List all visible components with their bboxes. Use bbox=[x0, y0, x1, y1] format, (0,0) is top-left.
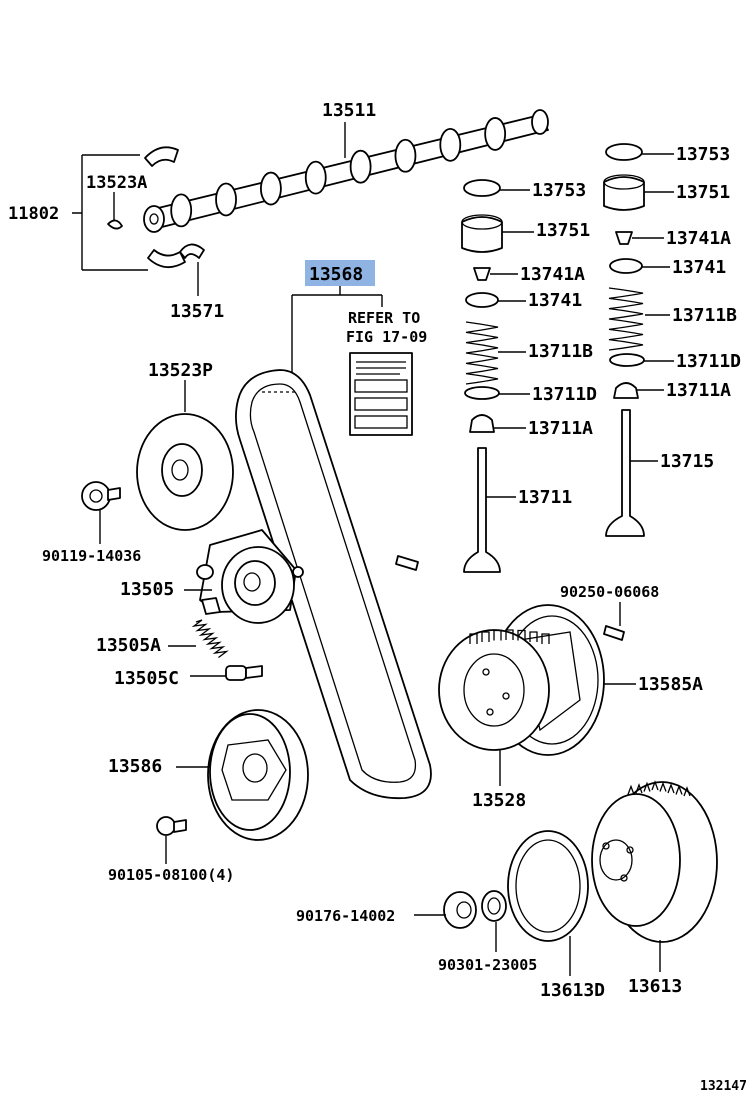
part-label-13505[interactable]: 13505 bbox=[120, 579, 174, 600]
belt-tensioner bbox=[196, 529, 304, 624]
part-label-13753-right[interactable]: 13753 bbox=[676, 144, 730, 165]
part-label-13711B-right[interactable]: 13711B bbox=[672, 305, 737, 326]
oil-seal-90301 bbox=[481, 890, 507, 922]
valve-train-left bbox=[461, 179, 503, 573]
crank-timing-pulley-assy bbox=[438, 604, 605, 756]
part-label-13711B-left[interactable]: 13711B bbox=[528, 341, 593, 362]
cam-lobe bbox=[394, 138, 417, 173]
cam-lobe bbox=[439, 127, 462, 162]
bolt-90105 bbox=[156, 816, 187, 836]
part-label-13585A[interactable]: 13585A bbox=[638, 674, 703, 695]
part-label-13741A-right[interactable]: 13741A bbox=[666, 228, 731, 249]
cam-lobe bbox=[484, 117, 507, 151]
tensioner-spring bbox=[191, 619, 229, 659]
part-label-13613[interactable]: 13613 bbox=[628, 976, 682, 997]
crankshaft-pulley bbox=[207, 709, 309, 841]
cam-lobe bbox=[304, 160, 327, 195]
part-label-13711[interactable]: 13711 bbox=[518, 487, 572, 508]
part-label-13753-left[interactable]: 13753 bbox=[532, 180, 586, 201]
valve-train-right bbox=[603, 143, 645, 537]
camshaft-timing-pulley bbox=[136, 413, 234, 531]
cam-lobe bbox=[349, 149, 372, 184]
part-label-13523P[interactable]: 13523P bbox=[148, 360, 213, 381]
part-label-13751-left[interactable]: 13751 bbox=[536, 220, 590, 241]
part-label-13586[interactable]: 13586 bbox=[108, 756, 162, 777]
part-label-13741-right[interactable]: 13741 bbox=[672, 257, 726, 278]
part-label-90250-06068[interactable]: 90250-06068 bbox=[560, 583, 659, 601]
cam-lobe bbox=[215, 182, 237, 217]
part-label-13571[interactable]: 13571 bbox=[170, 301, 224, 322]
dowel-pin-90250 bbox=[603, 625, 625, 641]
plate-13613D bbox=[507, 830, 589, 942]
part-label-13741-left[interactable]: 13741 bbox=[528, 290, 582, 311]
dowel-pin-left bbox=[395, 555, 419, 571]
figure-number: 132147 bbox=[700, 1079, 747, 1094]
reference-sheet-icon bbox=[349, 352, 413, 436]
bearing-caps bbox=[107, 146, 205, 268]
part-label-13528[interactable]: 13528 bbox=[472, 790, 526, 811]
part-label-13711D-right[interactable]: 13711D bbox=[676, 351, 741, 372]
part-label-13523A[interactable]: 13523A bbox=[86, 173, 147, 193]
part-label-13751-right[interactable]: 13751 bbox=[676, 182, 730, 203]
part-label-13711A-right[interactable]: 13711A bbox=[666, 380, 731, 401]
part-label-11802[interactable]: 11802 bbox=[8, 204, 59, 224]
part-label-13613D[interactable]: 13613D bbox=[540, 980, 605, 1001]
part-label-13511[interactable]: 13511 bbox=[322, 100, 376, 121]
part-label-90301-23005[interactable]: 90301-23005 bbox=[438, 956, 537, 974]
part-label-13711A-left[interactable]: 13711A bbox=[528, 418, 593, 439]
cam-lobe bbox=[170, 193, 193, 228]
spacer-90176 bbox=[443, 891, 477, 929]
part-label-13568[interactable]: 13568 bbox=[309, 264, 363, 285]
refer-line-1: REFER TO bbox=[348, 309, 420, 327]
highlight-13568 bbox=[305, 260, 375, 286]
stud-13505C bbox=[225, 665, 263, 681]
part-label-13711D-left[interactable]: 13711D bbox=[532, 384, 597, 405]
part-label-13505C[interactable]: 13505C bbox=[114, 668, 179, 689]
timing-belt bbox=[235, 369, 432, 800]
part-label-90119-14036[interactable]: 90119-14036 bbox=[42, 547, 141, 565]
bolt-90119 bbox=[81, 481, 121, 511]
cam-lobe bbox=[259, 171, 282, 206]
part-label-90176-14002[interactable]: 90176-14002 bbox=[296, 907, 395, 925]
camshaft bbox=[143, 109, 549, 233]
part-label-13741A-left[interactable]: 13741A bbox=[520, 264, 585, 285]
refer-line-2: FIG 17-09 bbox=[346, 328, 427, 346]
part-label-13715[interactable]: 13715 bbox=[660, 451, 714, 472]
flywheel-13613 bbox=[591, 780, 718, 943]
part-label-13505A[interactable]: 13505A bbox=[96, 635, 161, 656]
part-label-90105-08100[interactable]: 90105-08100(4) bbox=[108, 866, 234, 884]
